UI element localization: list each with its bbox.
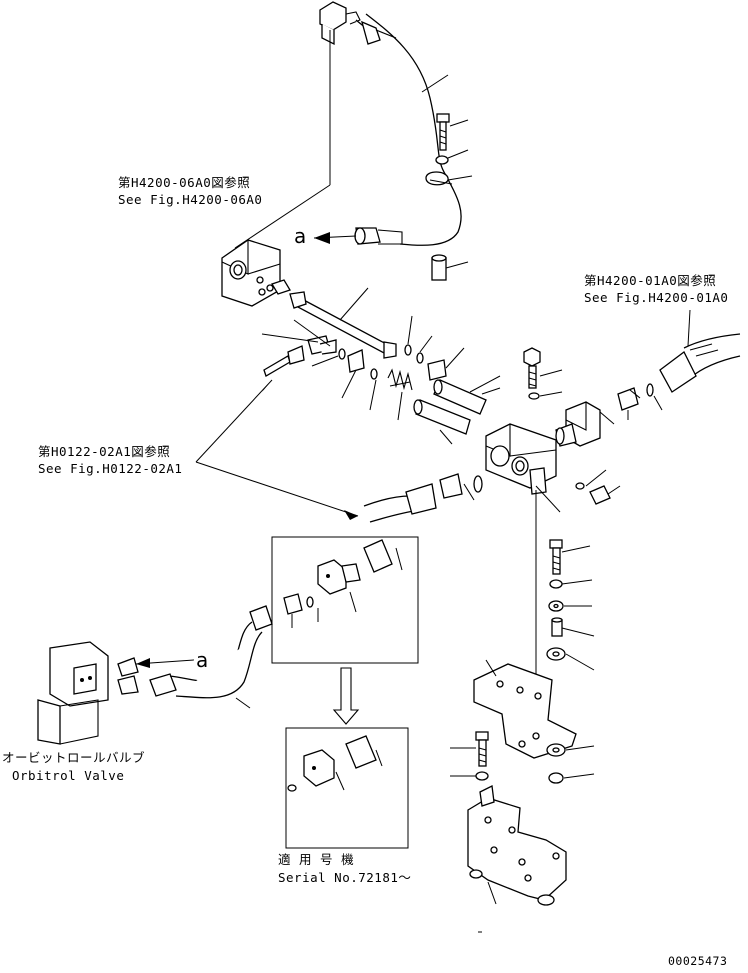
washer-1 xyxy=(549,579,563,589)
spacer-top xyxy=(431,254,447,281)
steering-pipe xyxy=(289,291,397,359)
hose-callout xyxy=(421,74,449,93)
marker-a-upper: a xyxy=(294,224,307,248)
ref-leader-middle-left xyxy=(195,379,359,520)
hose-fitting-left xyxy=(263,345,305,377)
sleeve-lower xyxy=(413,399,471,435)
ref-top-right-en: See Fig.H4200-01A0 xyxy=(584,290,729,305)
inset-box-lower xyxy=(285,727,409,849)
ball xyxy=(404,344,412,356)
spring xyxy=(387,368,413,391)
lower-washer xyxy=(475,771,489,781)
ref-leader-top-right xyxy=(687,309,691,347)
bolt-top xyxy=(436,113,450,151)
marker-a-lower: a xyxy=(196,648,209,672)
ref-top-left-en: See Fig.H4200-06A0 xyxy=(118,192,263,207)
inset-lower-parts xyxy=(287,735,377,792)
o-ring-right xyxy=(575,482,585,490)
upper-bracket-plate xyxy=(473,663,577,759)
collar xyxy=(551,617,563,637)
figure-code: 00025473 xyxy=(668,954,728,968)
washer-top xyxy=(435,155,449,165)
top-hose-end-fitting xyxy=(354,227,403,245)
manifold-top-bolt xyxy=(523,347,541,389)
manifold-washer xyxy=(528,392,540,400)
ref-middle-left-en: See Fig.H0122-02A1 xyxy=(38,461,183,476)
washer-5 xyxy=(548,772,564,784)
plug-right xyxy=(589,485,611,505)
sleeve-upper xyxy=(433,379,487,415)
hose-clamp xyxy=(425,171,453,186)
plug-small xyxy=(271,279,291,295)
lower-bracket-plate xyxy=(467,785,567,906)
manifold-block xyxy=(485,423,557,495)
serial-label-ja: 適 用 号 機 xyxy=(278,852,355,867)
ref-middle-left-ja: 第H0122-02A1図参照 xyxy=(38,444,171,459)
right-hose xyxy=(659,333,741,393)
steering-valve-block xyxy=(221,239,281,307)
lower-bracket-bolt xyxy=(475,731,489,767)
orbitrol-valve xyxy=(37,641,109,745)
bracket-bolt xyxy=(549,539,563,575)
top-elbow-fitting xyxy=(319,1,361,46)
orbitrol-label-en: Orbitrol Valve xyxy=(12,768,125,783)
top-long-hose xyxy=(355,13,462,246)
serial-label-en: Serial No.72181～ xyxy=(278,870,412,885)
inset-upper-parts xyxy=(283,539,393,615)
orbitrol-fittings xyxy=(117,657,177,697)
ref-top-left-ja: 第H4200-06A0図参照 xyxy=(118,175,251,190)
adapter-right xyxy=(555,401,601,447)
o-ring-far-right xyxy=(646,383,654,397)
ref-top-right-ja: 第H4200-01A0図参照 xyxy=(584,273,717,288)
fittings-cluster xyxy=(307,335,378,380)
ref-leader-top-left xyxy=(234,184,331,249)
left-hose-to-manifold xyxy=(363,473,463,523)
down-arrow xyxy=(332,667,360,725)
orbitrol-label-ja: オービットロールバルブ xyxy=(2,750,146,765)
right-adapter-fitting xyxy=(617,387,641,411)
lower-hose xyxy=(169,605,273,699)
inset-box-upper xyxy=(271,536,419,664)
check-fitting xyxy=(427,359,447,381)
